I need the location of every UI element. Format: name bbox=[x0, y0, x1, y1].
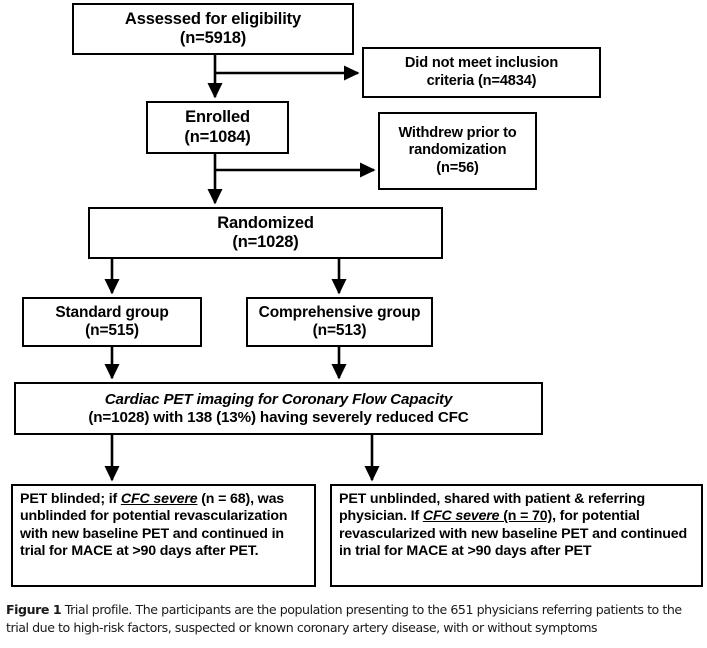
node-blinded-seg1: PET blinded; if bbox=[20, 491, 121, 507]
figure-caption-text: Trial profile. The participants are the … bbox=[6, 602, 682, 635]
node-withdrew-prior-to-randomization: Withdrew prior to randomization (n=56) bbox=[378, 112, 537, 190]
node-blinded-seg3: (n = 68), was unblinded for potential re… bbox=[20, 491, 288, 559]
node-unblinded-cfc-severe: CFC severe bbox=[422, 508, 500, 525]
node-standard-line1: Standard group bbox=[55, 303, 169, 321]
node-comprehensive-line2: (n=513) bbox=[312, 322, 367, 339]
node-enrolled: Enrolled (n=1084) bbox=[146, 101, 289, 154]
trial-profile-flow-diagram: Assessed for eligibility (n=5918) Did no… bbox=[11, 3, 703, 587]
node-assessed-for-eligibility: Assessed for eligibility (n=5918) bbox=[72, 3, 354, 55]
node-enrolled-line2: (n=1084) bbox=[184, 127, 251, 146]
node-comprehensive-line1: Comprehensive group bbox=[258, 303, 421, 321]
node-blinded-cfc-severe: CFC severe bbox=[120, 491, 198, 507]
node-randomized-line2: (n=1028) bbox=[232, 233, 299, 251]
node-excluded-line1: Did not meet inclusion bbox=[404, 55, 559, 72]
node-excluded-line2: criteria (n=4834) bbox=[426, 72, 537, 89]
node-cardiac-pet-imaging: Cardiac PET imaging for Coronary Flow Ca… bbox=[14, 382, 543, 435]
node-unblinded-seg1: PET unblinded, shared with patient & ref… bbox=[339, 491, 646, 525]
node-standard-group: Standard group (n=515) bbox=[22, 297, 202, 347]
node-withdrew-line1: Withdrew prior to bbox=[398, 125, 517, 142]
node-withdrew-line2: randomization bbox=[408, 142, 507, 159]
node-comprehensive-group: Comprehensive group (n=513) bbox=[246, 297, 433, 347]
node-enrolled-line1: Enrolled bbox=[185, 108, 250, 127]
node-pet-blinded-arm: PET blinded; if CFC severe (n = 68), was… bbox=[11, 484, 316, 587]
node-withdrew-line3: (n=56) bbox=[436, 159, 479, 176]
node-standard-line2: (n=515) bbox=[85, 322, 139, 339]
node-unblinded-seg4: for potential revascularized with new ba… bbox=[339, 508, 688, 559]
figure-caption: Figure 1 Trial profile. The participants… bbox=[0, 601, 707, 637]
node-unblinded-seg3: (n = 70), bbox=[499, 508, 556, 525]
node-randomized: Randomized (n=1028) bbox=[88, 207, 443, 259]
figure-caption-label: Figure 1 bbox=[6, 602, 62, 617]
node-randomized-line1: Randomized bbox=[217, 213, 314, 232]
node-assessed-line1: Assessed for eligibility bbox=[124, 9, 302, 28]
node-pet-line1: Cardiac PET imaging for Coronary Flow Ca… bbox=[104, 390, 453, 408]
node-assessed-line2: (n=5918) bbox=[179, 29, 247, 47]
node-pet-line2: (n=1028) with 138 (13%) having severely … bbox=[88, 408, 469, 426]
node-did-not-meet-inclusion-criteria: Did not meet inclusion criteria (n=4834) bbox=[362, 47, 601, 98]
node-pet-unblinded-arm: PET unblinded, shared with patient & ref… bbox=[330, 484, 703, 587]
